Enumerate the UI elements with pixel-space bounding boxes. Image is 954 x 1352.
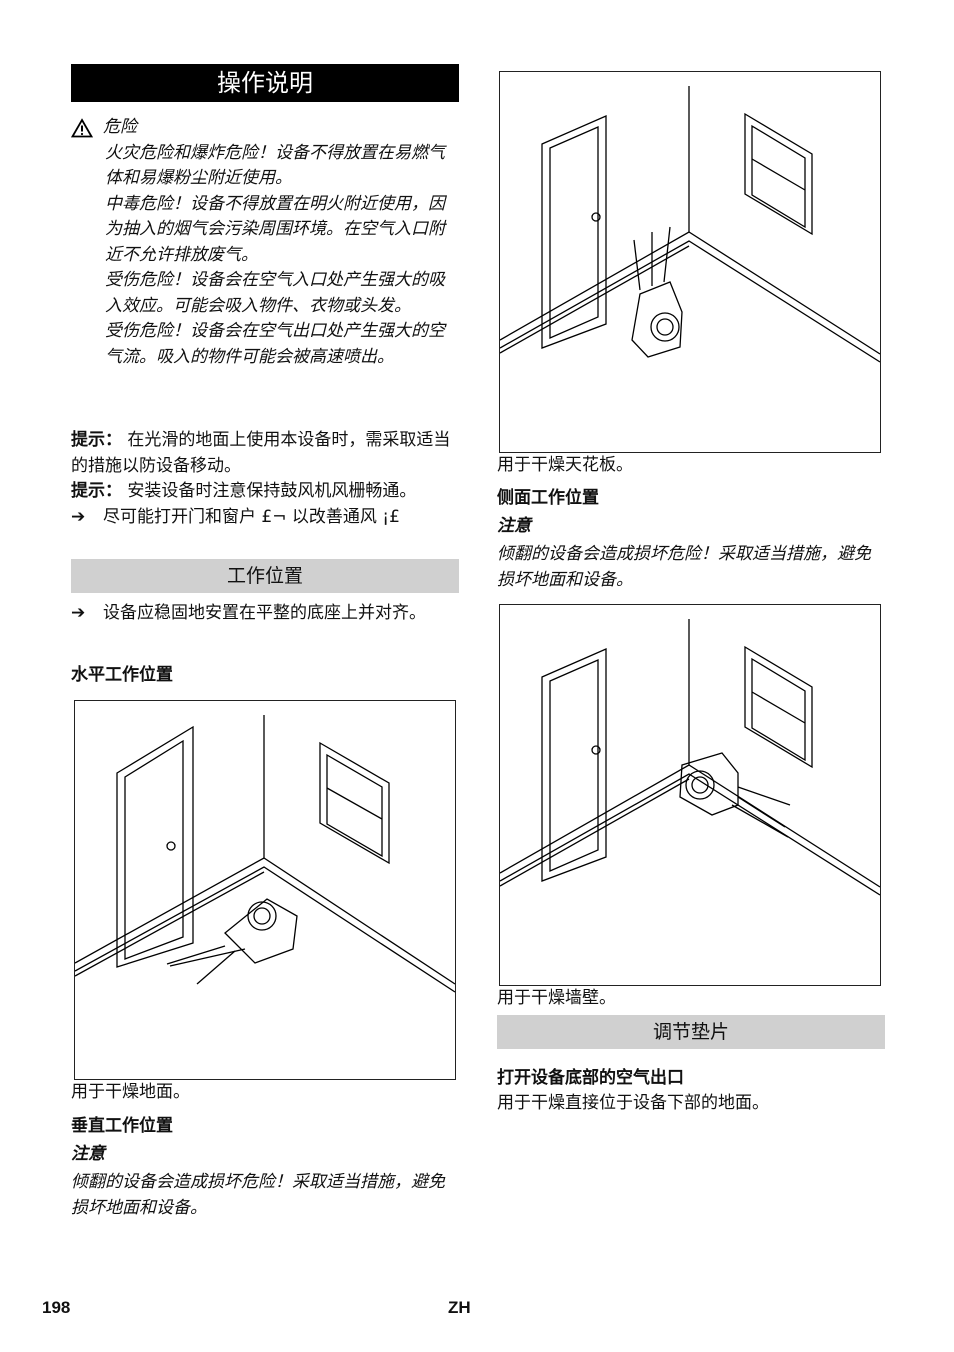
language-code: ZH — [448, 1298, 471, 1317]
danger-item: 受伤危险！设备会在空气入口处产生强大的吸入效应。可能会吸入物件、衣物或头发。 — [105, 270, 445, 316]
danger-block: 危险 火灾危险和爆炸危险！设备不得放置在易燃气体和易爆粉尘附近使用。 中毒危险！… — [71, 115, 461, 370]
danger-item: 中毒危险！设备不得放置在明火附近使用，因为抽入的烟气会污染周围环境。在空气入口附… — [105, 193, 445, 265]
warning-triangle-icon — [71, 117, 93, 138]
notice-text: 倾翻的设备会造成损坏危险！采取适当措施，避免损坏地面和设备。 — [71, 1172, 445, 1218]
hints-block: 提示： 在光滑的地面上使用本设备时，需采取适当的措施以防设备移动。 提示： 安装… — [71, 428, 456, 530]
side-caption: 用于干燥墙壁。 — [497, 988, 616, 1008]
section-work-position: 工作位置 — [71, 559, 459, 593]
room-wall-illustration — [500, 619, 880, 896]
section-adjust-pads: 调节垫片 — [497, 1015, 885, 1049]
bullet-text: 设备应稳固地安置在平整的底座上并对齐。 — [103, 603, 426, 623]
figure-side — [499, 604, 881, 986]
horizontal-heading: 水平工作位置 — [71, 665, 173, 685]
bullet-item: ➔ 设备应稳固地安置在平整的底座上并对齐。 — [71, 601, 456, 627]
room-floor-illustration — [75, 715, 455, 993]
room-ceiling-illustration — [500, 86, 880, 363]
danger-label: 危险 — [103, 117, 137, 137]
arrow-right-icon: ➔ — [71, 506, 86, 527]
arrow-right-icon: ➔ — [71, 603, 86, 623]
hint-text: 在光滑的地面上使用本设备时，需采取适当的措施以防设备移动。 — [71, 430, 451, 476]
notice-label: 注意 — [497, 516, 531, 536]
bullet-text: 尽可能打开门和窗户 £¬ 以改善通风 ¡£ — [103, 506, 400, 527]
page-title: 操作说明 — [71, 64, 459, 102]
notice-text: 倾翻的设备会造成损坏危险！采取适当措施，避免损坏地面和设备。 — [497, 544, 871, 590]
hint: 提示： 在光滑的地面上使用本设备时，需采取适当的措施以防设备移动。 — [71, 428, 456, 479]
page-number: 198 — [42, 1298, 71, 1317]
notice-label: 注意 — [71, 1144, 105, 1164]
horizontal-caption: 用于干燥地面。 — [71, 1082, 190, 1102]
outlet-heading: 打开设备底部的空气出口 — [497, 1068, 684, 1088]
danger-item: 火灾危险和爆炸危险！设备不得放置在易燃气体和易爆粉尘附近使用。 — [105, 142, 445, 189]
hint-label: 提示： — [71, 481, 122, 501]
side-heading: 侧面工作位置 — [497, 488, 599, 508]
hint-label: 提示： — [71, 430, 122, 450]
vertical-heading: 垂直工作位置 — [71, 1116, 173, 1136]
vertical-caption: 用于干燥天花板。 — [497, 455, 633, 475]
danger-item: 受伤危险！设备会在空气出口处产生强大的空气流。吸入的物件可能会被高速喷出。 — [105, 321, 445, 367]
hint-text: 安装设备时注意保持鼓风机风栅畅通。 — [127, 481, 417, 501]
hint: 提示： 安装设备时注意保持鼓风机风栅畅通。 — [71, 479, 456, 505]
outlet-text: 用于干燥直接位于设备下部的地面。 — [497, 1093, 769, 1113]
bullet-item: ➔ 尽可能打开门和窗户 £¬ 以改善通风 ¡£ — [71, 505, 456, 531]
figure-vertical — [499, 71, 881, 453]
figure-horizontal — [74, 700, 456, 1080]
